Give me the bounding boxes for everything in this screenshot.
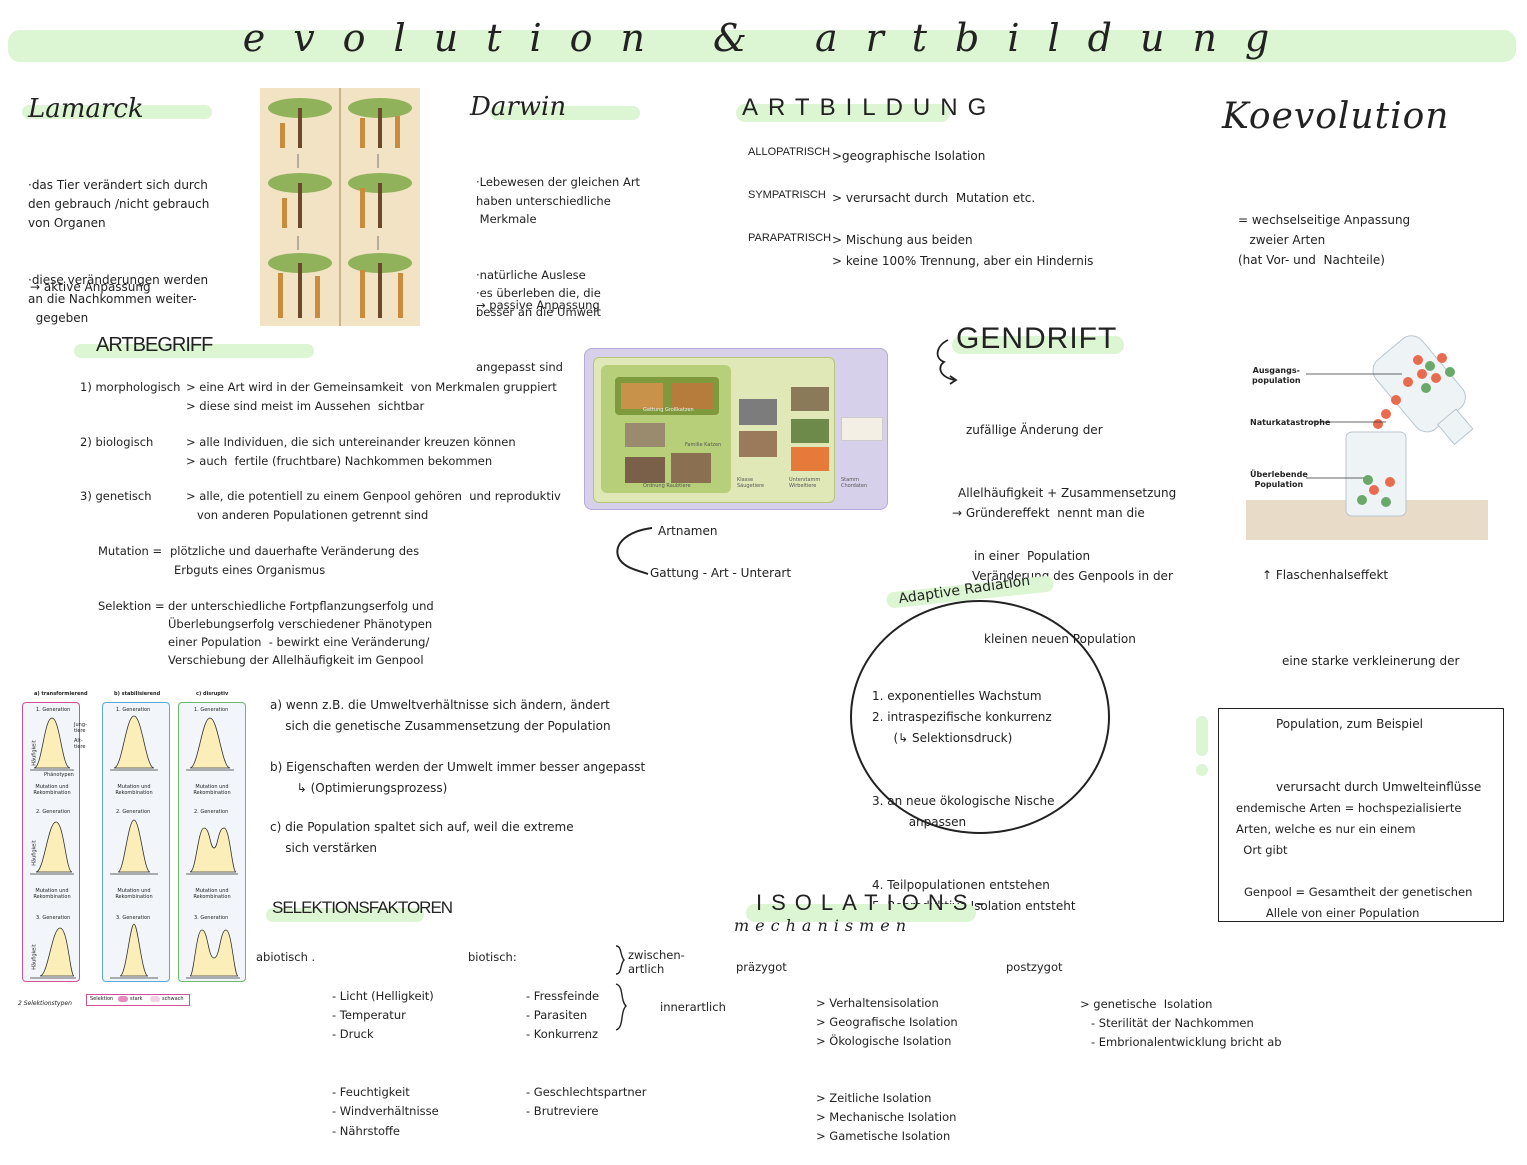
- taxonomy-bracket: [616, 527, 653, 575]
- exclamation-dot: [1196, 764, 1208, 776]
- darwin-conclusion: → passive Anpassung: [476, 298, 600, 312]
- taxonomy-note-gattung: Gattung - Art - Unterart: [650, 566, 792, 580]
- gendrift-heading: GENDRIFT: [956, 322, 1118, 355]
- isolation-subheading: mechanismen: [734, 916, 913, 935]
- praezygot-label: präzygot: [736, 960, 787, 974]
- postzygot-list: > genetische Isolation - Sterilität der …: [1080, 997, 1282, 1049]
- page-title: evolution & artbildung: [242, 16, 1298, 60]
- isolation-heading: ISOLATIONS-: [756, 890, 993, 915]
- flaschenhals-text: eine starke verkleinerung der Population…: [1276, 654, 1482, 794]
- biotisch-label: biotisch:: [468, 950, 517, 964]
- gendrift-arrow: [936, 339, 958, 385]
- brace-icons: [615, 945, 627, 1031]
- darwin-heading: Darwin: [470, 92, 567, 122]
- selektion-definition: Selektion = der unterschiedliche Fortpfl…: [98, 599, 434, 667]
- selection-types-figure: a) transformierend b) stabilisierend c) …: [18, 688, 252, 1014]
- genpool-text: Genpool = Gesamtheit der genetischen All…: [1244, 885, 1473, 920]
- innerartlich-label: innerartlich: [660, 1000, 726, 1014]
- info-box: [1218, 708, 1504, 922]
- artbegriff-heading: ARTBEGRIFF: [96, 334, 213, 356]
- zwischenartlich-label: zwischen- artlich: [628, 948, 685, 976]
- koevolution-heading: Koevolution: [1222, 96, 1450, 137]
- lamarck-conclusion: → aktive Anpassung: [30, 280, 151, 294]
- abiotisch-label: abiotisch .: [256, 950, 316, 964]
- taxonomy-note-artnamen: Artnamen: [658, 524, 718, 538]
- exclamation-icon: [1196, 716, 1208, 756]
- bottleneck-illustration: Ausgangs- population Naturkatastrophe Üb…: [1246, 320, 1488, 540]
- abiotisch-list: - Licht (Helligkeit)- Temperatur- Druck …: [332, 988, 439, 1138]
- koevolution-text: = wechselseitige Anpassung zweier Arten(…: [1238, 213, 1411, 267]
- lamarck-heading: Lamarck: [28, 94, 144, 124]
- artbegriff-items: 1) morphologisch > eine Art wird in der …: [80, 380, 561, 522]
- taxonomy-diagram: Gattung Großkatzen Familie Katzen Ordnun…: [584, 348, 888, 510]
- praezygot-list: > Verhaltensisolation> Geografische Isol…: [816, 996, 958, 1143]
- adaptive-circle: [850, 600, 1110, 834]
- postzygot-label: postzygot: [1006, 960, 1063, 974]
- mutation-definition: Mutation = plötzliche und dauerhafte Ver…: [98, 544, 420, 577]
- selection-notes: a) wenn z.B. die Umweltverhältnisse sich…: [270, 698, 646, 855]
- flaschenhals-heading: ↑ Flaschenhalseffekt: [1262, 568, 1389, 582]
- selektionsfaktoren-heading: SELEKTIONSFAKTOREN: [272, 898, 453, 917]
- gendrift-text: zufällige Änderung der Allelhäufigkeit +…: [958, 423, 1177, 563]
- giraffe-illustration: [260, 88, 420, 326]
- artbildung-heading: ARTBILDUNG: [742, 94, 997, 121]
